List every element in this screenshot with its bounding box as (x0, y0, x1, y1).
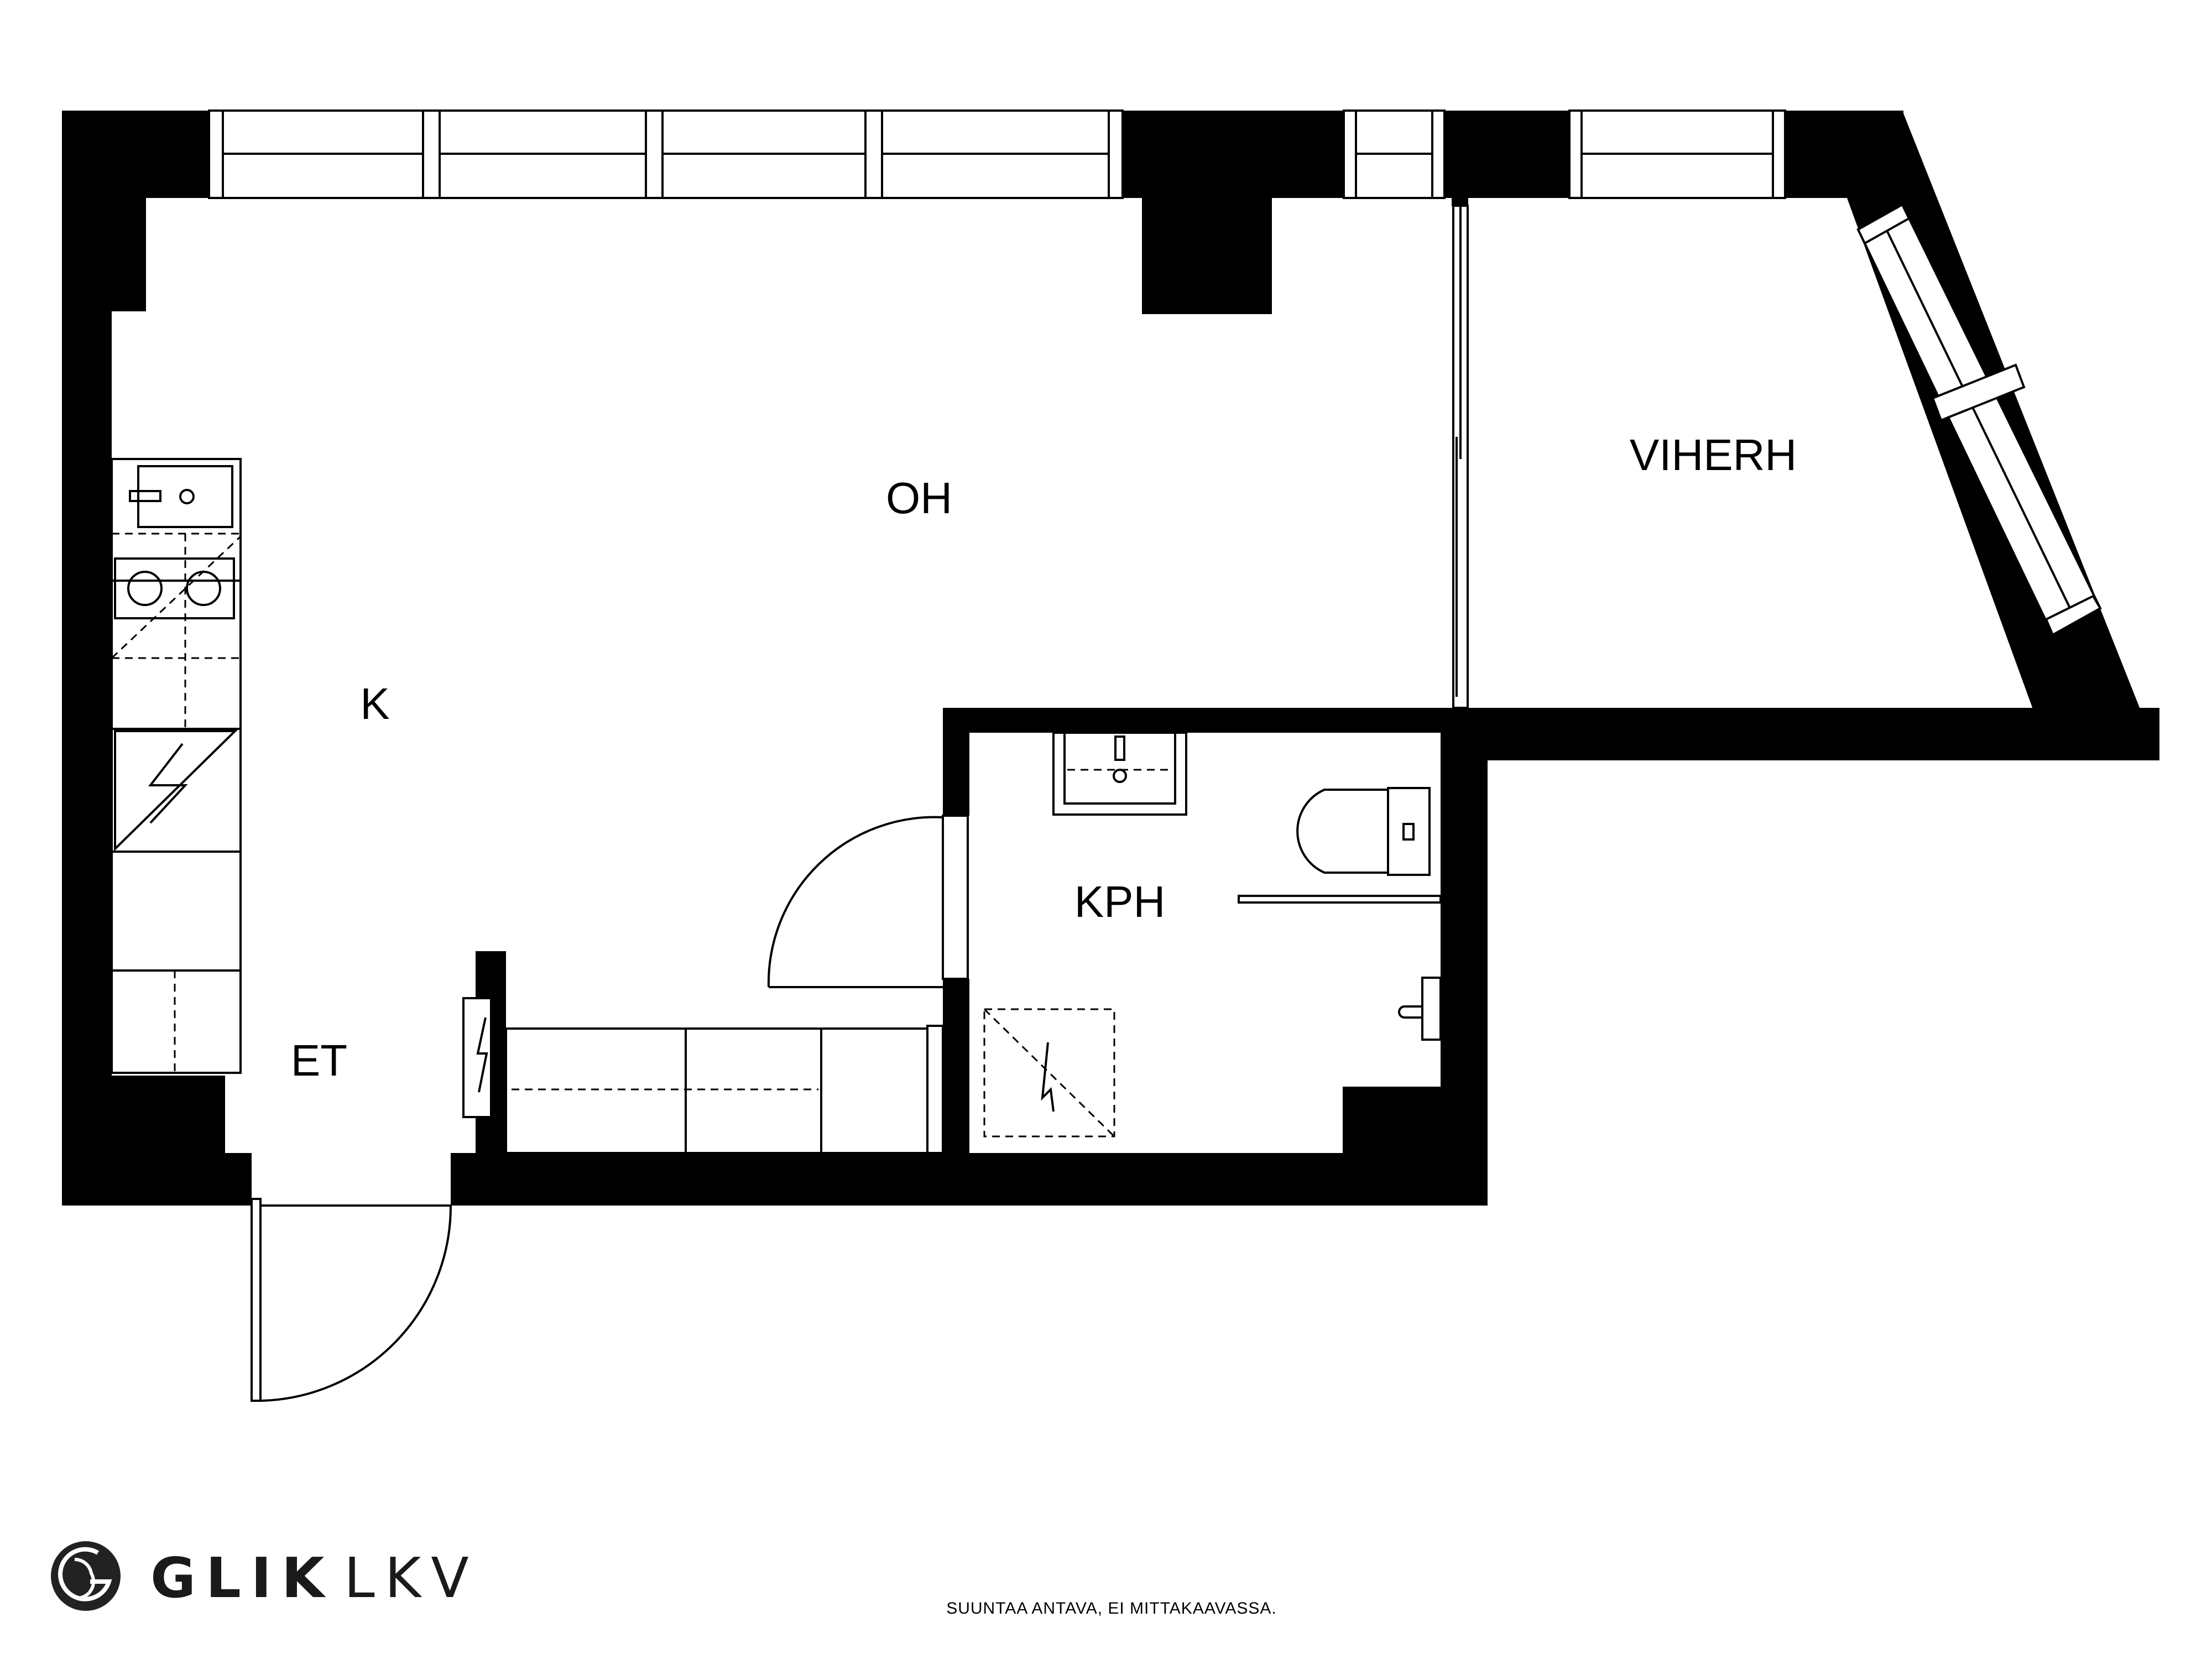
room-label-k: K (360, 679, 389, 728)
doors (251, 815, 969, 1402)
glass-partition (1452, 205, 1469, 709)
room-label-viherh: VIHERH (1630, 430, 1797, 479)
walls (62, 111, 2159, 1206)
room-label-oh: OH (886, 473, 952, 523)
brand-name-light: LKV (344, 1546, 479, 1610)
windows (208, 109, 2102, 637)
bathroom-fixtures (983, 732, 1442, 1138)
kitchen-counter (111, 458, 242, 1074)
room-label-kph: KPH (1074, 877, 1166, 926)
disclaimer-text: SUUNTAA ANTAVA, EI MITTAKAAVASSA. (946, 1599, 1277, 1618)
hallway-closet (462, 997, 944, 1154)
glik-logo-icon (51, 1541, 121, 1611)
room-label-et: ET (291, 1036, 347, 1085)
brand-name-bold: GLIK (150, 1546, 335, 1610)
